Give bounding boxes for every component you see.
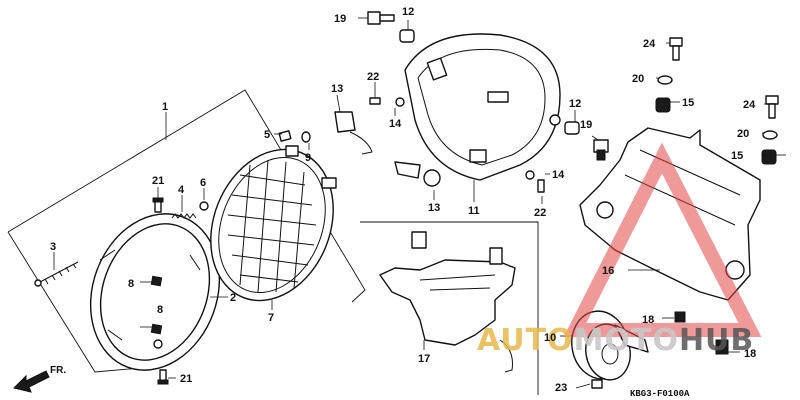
bolt-24-right-part (765, 95, 779, 119)
callout-label: 15 (682, 97, 694, 109)
watermark-text-hub: HUB (679, 323, 754, 358)
callout-label: 15 (731, 150, 743, 162)
callout-label: 10 (544, 332, 556, 344)
front-label: FR. (50, 365, 66, 376)
callout-label: 8 (128, 278, 134, 290)
callout-label: 24 (643, 38, 656, 50)
front-direction-marker: FR. (13, 365, 66, 393)
diagram-code: KBG3-F0100A (630, 389, 690, 399)
callout-labels: 1 2 3 4 5 6 7 8 8 9 10 11 12 12 13 13 14… (50, 6, 756, 394)
nut-18-top-part (674, 311, 686, 323)
callout-label: 3 (50, 241, 56, 253)
washer-20-right-part (762, 130, 778, 140)
assembly-box-lower (360, 221, 539, 395)
callout-label: 19 (580, 119, 592, 131)
callout-label: 14 (389, 118, 402, 130)
callout-label: 18 (642, 314, 654, 326)
collar-part-top (399, 29, 415, 43)
watermark-triangle (563, 142, 762, 337)
watermark: AUTOMOTOHUB (477, 142, 762, 358)
clip-part (278, 130, 292, 142)
callout-label: 7 (268, 312, 274, 324)
callout-label: 23 (555, 382, 567, 394)
spring-part (171, 213, 197, 219)
callout-label: 17 (418, 353, 430, 365)
collar-part-right (564, 121, 580, 135)
leader-lines (53, 17, 786, 389)
bolt-23-part (591, 379, 603, 389)
callout-label: 2 (230, 292, 236, 304)
bolt-bottom-part (157, 369, 169, 385)
callout-label: 12 (569, 98, 581, 110)
callout-label: 19 (334, 13, 346, 25)
callout-label: 11 (468, 205, 480, 217)
washer-20-left-part (657, 75, 673, 85)
screw-22-top-part (369, 97, 405, 107)
watermark-text-moto: MOTO (574, 323, 679, 358)
callout-label: 1 (162, 101, 168, 113)
bolt-19-top-part (367, 11, 395, 25)
rubber-15-right-part (761, 149, 777, 165)
callout-label: 24 (743, 99, 756, 111)
svg-text:AUTOMOTOHUB: AUTOMOTOHUB (477, 323, 754, 358)
watermark-text-auto: AUTO (477, 323, 574, 358)
callout-label: 22 (534, 207, 546, 219)
screw-part (34, 261, 79, 287)
grommet-part (301, 131, 311, 143)
rubber-15-left-part (655, 97, 671, 113)
bolt-19-right-part (593, 139, 609, 161)
nut-part (199, 201, 209, 211)
callout-label: 16 (602, 265, 614, 277)
bolt-24-left-part (669, 37, 683, 61)
headlight-case-part (404, 33, 561, 181)
callout-label: 4 (178, 184, 185, 196)
front-arrow-icon (13, 370, 50, 393)
socket-13-bottom-part (394, 161, 441, 187)
screw-22-right-part (525, 170, 545, 193)
lower-stay-part (379, 231, 516, 373)
callout-label: 20 (737, 128, 749, 140)
bolt-top-part (152, 197, 164, 213)
callout-label: 22 (367, 71, 379, 83)
callout-label: 12 (402, 6, 414, 18)
callout-label: 13 (428, 202, 440, 214)
callout-label: 6 (200, 177, 206, 189)
callout-label: 18 (744, 348, 756, 360)
callout-label: 9 (305, 152, 311, 164)
callout-label: 13 (331, 83, 343, 95)
callout-label: 21 (152, 175, 164, 187)
callout-label: 5 (264, 129, 270, 141)
callout-label: 20 (632, 73, 644, 85)
socket-13-top-part (334, 111, 373, 155)
nut-18-bottom-part (715, 339, 729, 355)
headlight-unit-part (210, 145, 337, 302)
callout-label: 21 (180, 373, 192, 385)
headlight-rim-part (89, 213, 221, 371)
callout-label: 8 (157, 304, 163, 316)
callout-label: 14 (552, 169, 565, 181)
